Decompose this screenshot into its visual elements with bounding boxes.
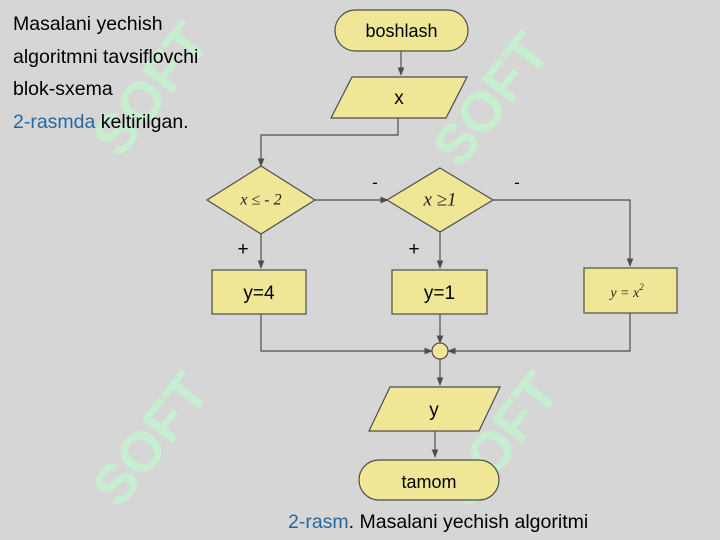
decision-2: x ≥1	[385, 167, 495, 233]
process-3: y = x2	[583, 267, 678, 314]
process-3-label: y = x2	[608, 282, 644, 301]
branch-yes-label-1: +	[237, 239, 248, 260]
merge-connector	[431, 342, 449, 360]
decision-2-label: x ≥1	[422, 189, 456, 210]
branch-yes-label-2: +	[408, 239, 419, 260]
connectors	[257, 51, 634, 458]
intro-line-2: algoritmni tavsiflovchi	[13, 45, 199, 68]
intro-line-3: blok-sxema	[13, 78, 113, 100]
intro-line-4-text: keltirilgan.	[95, 110, 189, 133]
figure-reference-link[interactable]: 2-rasmda	[13, 110, 96, 133]
input-parallelogram: x	[330, 76, 468, 119]
input-label: x	[394, 88, 404, 109]
intro-paragraph: Masalani yechish algoritmni tavsiflovchi…	[13, 8, 263, 138]
start-label: boshlash	[365, 21, 437, 41]
end-terminator: tamom	[358, 459, 500, 501]
arrow-input-to-cond1	[257, 118, 399, 167]
decision-1: x ≤ - 2	[205, 165, 317, 235]
arrow-cond2-no-to-proc3	[493, 199, 634, 267]
decision-1-label: x ≤ - 2	[239, 192, 281, 209]
branch-no-label-2: -	[514, 173, 520, 192]
process-3-exponent: 2	[639, 282, 644, 292]
process-3-formula: y = x	[608, 286, 640, 301]
intro-line-4: 2-rasmda keltirilgan.	[13, 106, 263, 139]
output-parallelogram: y	[368, 386, 501, 432]
process-1: y=4	[211, 269, 307, 315]
arrow-proc3-to-merge	[447, 313, 631, 355]
process-2: y=1	[391, 269, 488, 315]
end-label: tamom	[401, 472, 456, 492]
start-terminator: boshlash	[334, 9, 469, 52]
intro-line-1: Masalani yechish	[13, 13, 163, 35]
process-2-label: y=1	[424, 283, 455, 304]
arrow-proc1-to-merge	[260, 314, 433, 355]
output-label: y	[429, 400, 439, 421]
caption-figure-number: 2-rasm	[288, 511, 349, 533]
figure-caption: 2-rasm. Masalani yechish algoritmi	[288, 508, 588, 536]
caption-text: . Masalani yechish algoritmi	[348, 511, 589, 533]
process-1-label: y=4	[243, 283, 275, 304]
branch-no-label-1: -	[372, 173, 378, 192]
